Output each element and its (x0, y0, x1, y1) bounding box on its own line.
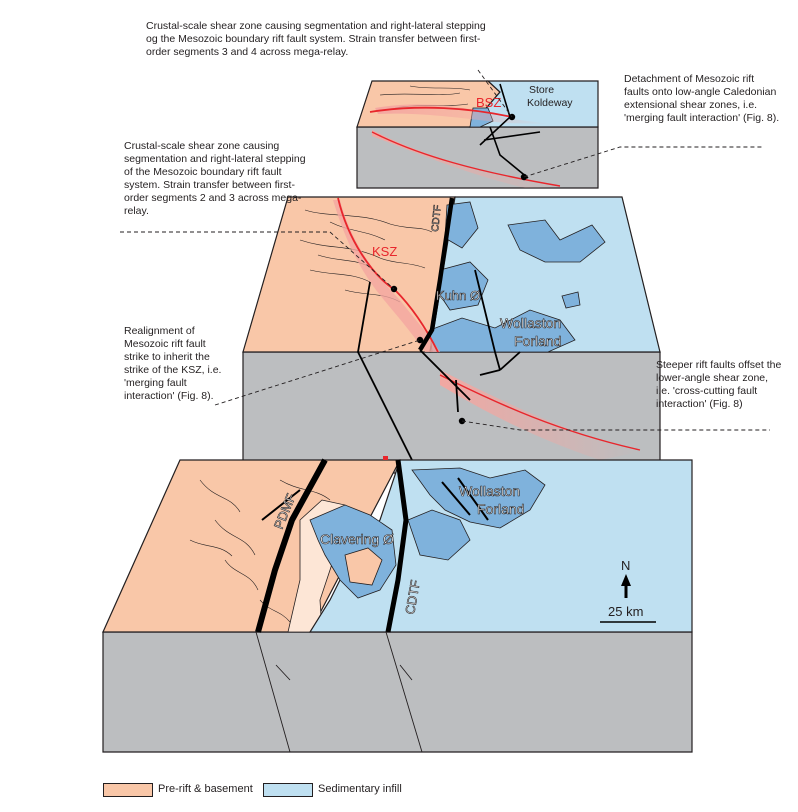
bsz-label: BSZ (476, 95, 501, 110)
wollaston-bottom-sediment-patch (411, 467, 546, 529)
bottom-block-basement-traces (189, 479, 331, 623)
wollaston-mid-label-line1: Wollaston (500, 315, 561, 331)
kuhn-label: Kuhn Ø (436, 288, 480, 303)
pdmf-fault (255, 458, 328, 633)
bsz-shear-line (369, 106, 513, 118)
legend-label-sediment: Sedimentary infill (318, 783, 402, 795)
wollaston-bottom-label-line1: Wollaston (459, 483, 520, 499)
detachment-leader-line (523, 146, 762, 178)
ksz-annotation: Crustal-scale shear zone causing segment… (124, 140, 306, 217)
legend-label-prerift: Pre-rift & basement (158, 783, 253, 795)
middle-block-basement-traces (299, 209, 433, 303)
ksz-leader-line (120, 231, 395, 290)
bsz-shear-surface (375, 104, 550, 124)
cdtf-middle-fault (418, 197, 455, 352)
bottom-block-red-mark (383, 456, 388, 460)
leader-lines (120, 69, 770, 431)
store-koldeway-label-line2: Koldeway (527, 97, 573, 109)
bsz-front-shear-line (371, 131, 561, 187)
realignment-leader-line (214, 339, 421, 406)
cdtf-bottom-fault (385, 459, 409, 633)
scale-bar: 25 km (600, 604, 656, 623)
legend-swatch-prerift (103, 783, 153, 797)
bottom-block: PDMF Clavering Ø Wollaston Forland CDTF (102, 456, 693, 753)
wollaston-bottom-label-line2: Forland (477, 501, 524, 517)
steeper-faults-annotation: Steeper rift faults offset the lower-ang… (656, 359, 782, 410)
detachment-annotation: Detachment of Mesozoic rift faults onto … (624, 73, 780, 124)
cdtf-middle-label: CDTF (430, 205, 444, 233)
north-arrow: N (621, 558, 631, 598)
middle-block-sediment-patches (429, 201, 606, 353)
bottom-block-front-traces (255, 631, 423, 753)
wollaston-mid-label-line2: Forland (514, 333, 561, 349)
middle-block-faults (357, 269, 521, 461)
realignment-annotation: Realignment of Mesozoic rift fault strik… (124, 325, 222, 402)
north-arrow-icon (621, 574, 631, 598)
store-koldeway-label-line1: Store (529, 84, 554, 96)
clavering-label: Clavering Ø (320, 531, 394, 547)
clavering-prerift-island (344, 547, 383, 586)
bottom-block-sediment-patch-2 (407, 509, 471, 561)
realignment-point-marker (416, 336, 424, 344)
ksz-label: KSZ (372, 244, 397, 259)
bsz-leader-line (477, 69, 513, 118)
top-block: BSZ Store Koldeway (356, 80, 599, 189)
scale-bar-label: 25 km (608, 604, 643, 619)
ksz-front-shear-line (439, 374, 641, 451)
steeper-leader-line (461, 420, 770, 431)
legend-swatch-sediment (263, 783, 313, 797)
top-block-front-face (356, 126, 599, 189)
bottom-block-front-face (102, 631, 693, 753)
middle-block: KSZ CDTF Kuhn Ø Wollaston Forland (242, 196, 661, 474)
cdtf-bottom-label: CDTF (402, 579, 423, 616)
north-arrow-label: N (621, 558, 630, 573)
bottom-block-faults (261, 477, 489, 521)
bsz-annotation: Crustal-scale shear zone causing segment… (146, 20, 486, 58)
